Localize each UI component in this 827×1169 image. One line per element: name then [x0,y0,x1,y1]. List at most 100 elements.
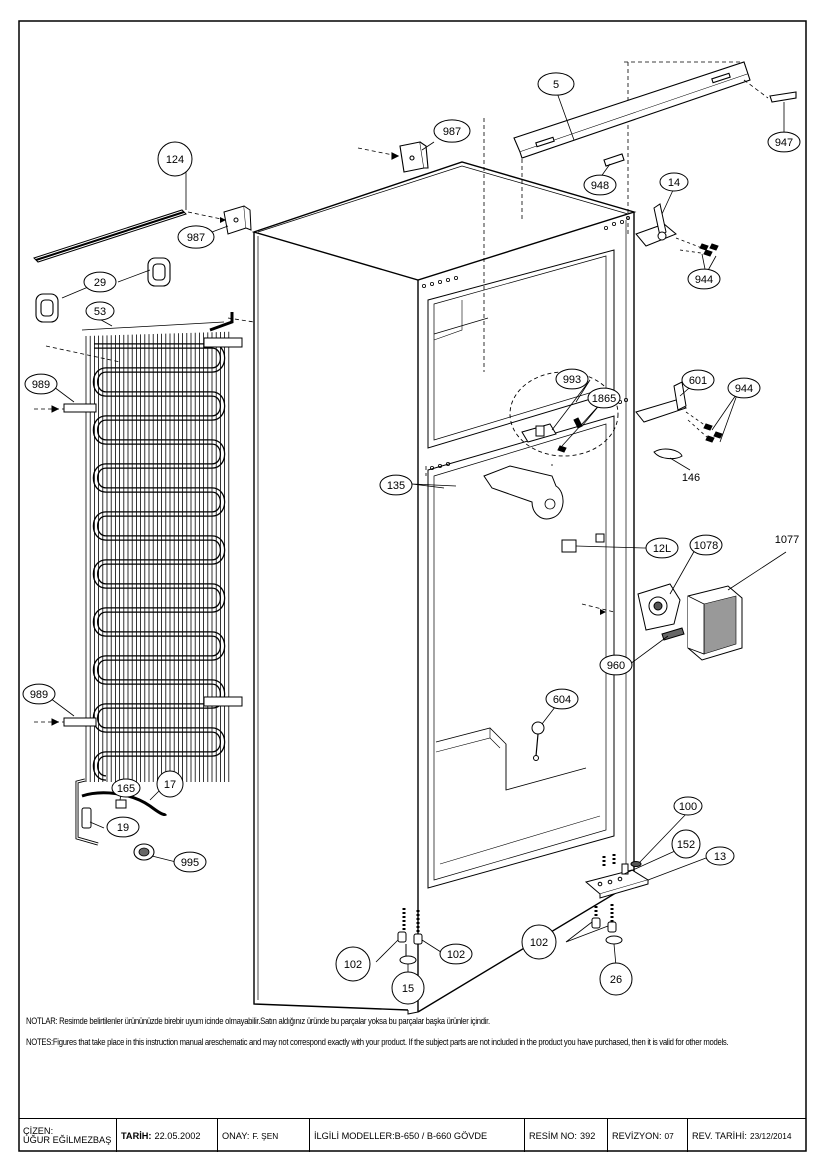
cabinet-drawing [251,62,637,1015]
top-hinge-14 [635,203,719,257]
approval-value: F. ŞEN [252,1130,279,1141]
callout-label: 12L [653,543,671,555]
callout-label: 102 [530,937,548,949]
callout-124: 124 [157,141,193,177]
callout-label: 1078 [694,540,718,552]
revision-date-cell: REV. TARİHİ: 23/12/2014 [688,1119,806,1152]
callout-26: 26 [599,962,633,996]
switch-12L [561,533,645,553]
callout-label: 944 [695,274,713,286]
callout-label: 995 [181,857,199,869]
callout-944: 944 [687,268,721,290]
callout-165: 165 [111,778,141,798]
callout-label: 601 [689,375,707,387]
drawing-frame [18,20,807,1152]
revision-label: REVİZYON: [612,1130,662,1141]
callout-17: 17 [156,770,184,798]
rail-124 [33,209,227,263]
callout-948: 948 [583,174,617,196]
callout-102: 102 [439,943,473,965]
callout-995: 995 [173,851,207,873]
callout-label: 124 [166,154,184,166]
callout-label: 53 [94,306,106,318]
top-frame-5 [357,61,797,173]
callout-label: 13 [714,851,726,863]
sensor-parts [81,791,168,861]
callout-135: 135 [379,474,413,496]
callout-989: 989 [24,373,58,395]
callout-label: 102 [447,949,465,961]
callout-604: 604 [545,688,579,710]
callout-102: 102 [335,946,371,982]
lamp-assembly [637,583,743,661]
callout-987: 987 [433,119,471,143]
callout-label: 604 [553,694,571,706]
callout-label: 960 [607,660,625,672]
callout-labels: 5 947 948 987 987 124 14 944 29 53 989 993 1865 601 94… [22,72,801,1005]
drawn-by-label: ÇİZEN: [23,1125,54,1136]
callout-label: 100 [679,801,697,813]
callout-29: 29 [83,271,117,293]
callout-label: 987 [187,232,205,244]
callout-label: 135 [387,480,405,492]
date-label: TARİH: [121,1130,152,1141]
callout-146: 146 [682,472,700,484]
callout-5: 5 [537,72,575,96]
callout-601: 601 [681,369,715,391]
title-block: ÇİZEN: UĞUR EĞİLMEZBAŞ TARİH: 22.05.2002… [19,1118,806,1152]
callout-1078: 1078 [689,534,723,556]
callout-960: 960 [599,654,633,676]
drawing-number-cell: RESİM NO: 392 [525,1119,608,1152]
callout-987: 987 [177,225,215,249]
date-cell: TARİH: 22.05.2002 [117,1119,218,1152]
callout-label: 1077 [775,534,799,546]
callout-989: 989 [22,683,56,705]
callout-label: 944 [735,383,753,395]
callout-152: 152 [671,829,701,859]
callout-label: 948 [591,180,609,192]
support-604 [531,721,545,761]
callout-14: 14 [659,172,689,192]
callout-947: 947 [767,131,801,153]
date-value: 22.05.2002 [154,1130,201,1141]
callout-15: 15 [391,971,425,1005]
callout-102: 102 [521,924,557,960]
callout-label: 17 [164,779,176,791]
callout-label: 947 [775,137,793,149]
feet-front-left [397,908,423,965]
condenser-drawing [34,312,255,846]
callout-label: 989 [32,379,50,391]
callout-13: 13 [705,846,735,866]
approval-cell: ONAY: F. ŞEN [218,1119,310,1152]
callout-label: 29 [94,277,106,289]
callout-label: 15 [402,983,414,995]
drawing-number-value: 392 [579,1130,596,1141]
callout-label: 146 [682,472,700,484]
drawing-number-label: RESİM NO: [529,1130,577,1141]
approval-label: ONAY: [222,1130,250,1141]
callout-label: 989 [30,689,48,701]
revision-cell: REVİZYON: 07 [608,1119,688,1152]
callout-label: 165 [117,783,135,795]
callout-label: 19 [117,822,129,834]
callout-label: 5 [553,79,559,91]
revision-date-value: 23/12/2014 [749,1130,792,1141]
revision-date-label: REV. TARİHİ: [692,1130,747,1141]
models-cell: İLGİLİ MODELLER:B-650 / B-660 GÖVDE [310,1119,525,1152]
callout-19: 19 [106,816,140,838]
callout-label: 993 [563,374,581,386]
callout-12L: 12L [645,537,679,559]
callout-1865: 1865 [587,387,621,409]
callout-label: 26 [610,974,622,986]
bottom-hinge-13 [584,854,650,945]
drawn-by-cell: ÇİZEN: UĞUR EĞİLMEZBAŞ [19,1119,117,1152]
revision-value: 07 [664,1130,674,1141]
callout-label: 1865 [592,393,616,405]
callout-1077: 1077 [775,534,799,546]
clip-987-left [223,205,252,235]
callout-53: 53 [85,301,115,321]
notes-english: NOTES:Figures that take place in this in… [26,1036,729,1047]
related-models: İLGİLİ MODELLER:B-650 / B-660 GÖVDE [314,1130,488,1141]
callout-944: 944 [727,377,761,399]
